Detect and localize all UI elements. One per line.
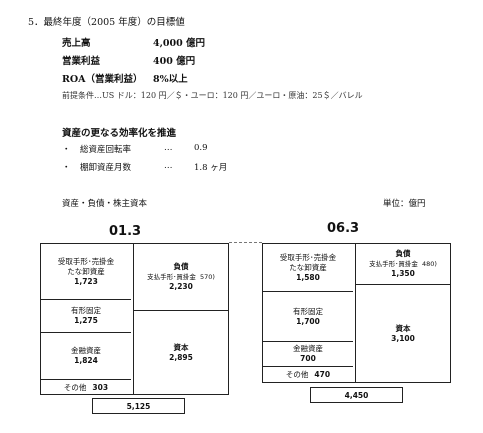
asset-value: 1,700 <box>296 316 320 326</box>
bs-row-line <box>356 284 450 285</box>
total-2001: 5,125 <box>92 398 185 414</box>
asset-fixed: 有形固定 1,275 <box>41 300 131 332</box>
balance-sheet-2001: 受取手形･売掛金 たな卸資産 1,723 有形固定 1,275 金融資産 1,8… <box>40 243 229 395</box>
section-title: 5．最終年度（2005 年度）の目標値 <box>28 17 185 28</box>
asset-label: 有形固定 <box>71 306 101 315</box>
liabilities-label: 負債 <box>395 249 411 258</box>
asset-label: 金融資産 <box>71 346 101 355</box>
efficiency-heading: 資産の更なる効率化を推進 <box>62 128 177 139</box>
asset-label: たな卸資産 <box>289 262 327 272</box>
asset-label: その他 <box>63 382 87 392</box>
target-value-roa: 8%以上 <box>153 74 188 85</box>
unit-label: 単位：億円 <box>383 199 426 209</box>
asset-receivables-inventory: 受取手形･売掛金 たな卸資産 1,723 <box>41 244 131 299</box>
efficiency-item-bullet: ・ <box>62 163 71 173</box>
equity-label: 資本 <box>173 342 189 352</box>
assumptions-text: 前提条件…US ドル：120 円／＄・ユーロ：120 円／ユーロ・原油：25＄／… <box>62 91 363 100</box>
bs-row-line <box>41 332 131 333</box>
bs-row-line <box>263 341 353 342</box>
bs-divider <box>355 244 356 382</box>
efficiency-item-dots: … <box>164 161 173 171</box>
liabilities-value: 2,230 <box>169 282 193 291</box>
asset-financial: 金融資産 1,824 <box>41 333 131 379</box>
bs-row-line <box>263 366 353 367</box>
bs-row-line <box>263 291 353 292</box>
asset-receivables-inventory: 受取手形･売掛金 たな卸資産 1,580 <box>263 244 353 291</box>
total-value: 4,450 <box>344 390 369 400</box>
asset-label: 有形固定 <box>293 306 323 316</box>
asset-label: 受取手形･売掛金 <box>279 252 337 262</box>
liabilities: 負債 支払手形･買掛金 570) 2,230 <box>134 244 228 310</box>
asset-value: 303 <box>92 382 109 392</box>
efficiency-item-label: 総資産回転率 <box>80 145 132 155</box>
liabilities-value: 1,350 <box>391 269 415 278</box>
asset-value: 700 <box>300 354 316 363</box>
asset-label: その他 <box>285 370 309 379</box>
total-value: 5,125 <box>126 401 151 411</box>
efficiency-item-label: 棚卸資産月数 <box>80 163 132 173</box>
target-label-operating-profit: 営業利益 <box>62 56 101 67</box>
efficiency-item-value: 0.9 <box>194 143 208 153</box>
bs-divider <box>133 244 134 394</box>
liabilities-label: 負債 <box>173 262 189 271</box>
asset-value: 470 <box>314 370 331 379</box>
asset-value: 1,580 <box>296 272 320 282</box>
balance-sheet-2006: 受取手形･売掛金 たな卸資産 1,580 有形固定 1,700 金融資産 700… <box>262 243 451 383</box>
asset-financial: 金融資産 700 <box>263 342 353 366</box>
asset-fixed: 有形固定 1,700 <box>263 292 353 341</box>
asset-label: たな卸資産 <box>67 266 105 276</box>
asset-label: 金融資産 <box>293 344 323 353</box>
dashed-connector <box>229 242 262 243</box>
year-label-2001: 01.3 <box>109 224 142 239</box>
equity: 資本 2,895 <box>134 311 228 394</box>
equity: 資本 3,100 <box>356 285 450 382</box>
efficiency-item-value: 1.8 ヶ月 <box>194 163 228 173</box>
asset-value: 1,723 <box>74 276 98 286</box>
asset-other: その他 303 <box>41 380 131 395</box>
liabilities-sub-label: 支払手形･買掛金 <box>147 273 196 281</box>
efficiency-item-bullet: ・ <box>62 145 71 155</box>
asset-label: 受取手形･売掛金 <box>57 256 115 266</box>
liabilities: 負債 支払手形･買掛金 480) 1,350 <box>356 244 450 284</box>
asset-other: その他 470 <box>263 367 353 383</box>
equity-value: 2,895 <box>169 352 193 362</box>
bs-row-line <box>41 379 131 380</box>
liabilities-sub-label: 支払手形･買掛金 <box>369 260 418 268</box>
target-label-roa: ROA（営業利益） <box>62 74 143 85</box>
target-label-sales: 売上高 <box>62 38 91 49</box>
efficiency-item-dots: … <box>164 143 173 153</box>
year-label-2006: 06.3 <box>327 221 360 236</box>
target-value-sales: 4,000 億円 <box>153 38 206 49</box>
asset-value: 1,824 <box>74 356 98 365</box>
bs-row-line <box>134 310 228 311</box>
bs-row-line <box>41 299 131 300</box>
equity-value: 3,100 <box>391 333 415 343</box>
liabilities-sub-value: 480) <box>421 260 437 268</box>
balance-title: 資産・負債・株主資本 <box>62 199 148 209</box>
liabilities-sub-value: 570) <box>199 273 215 281</box>
equity-label: 資本 <box>395 323 411 333</box>
asset-value: 1,275 <box>74 316 98 325</box>
target-value-operating-profit: 400 億円 <box>153 56 196 67</box>
total-2006: 4,450 <box>310 387 403 403</box>
